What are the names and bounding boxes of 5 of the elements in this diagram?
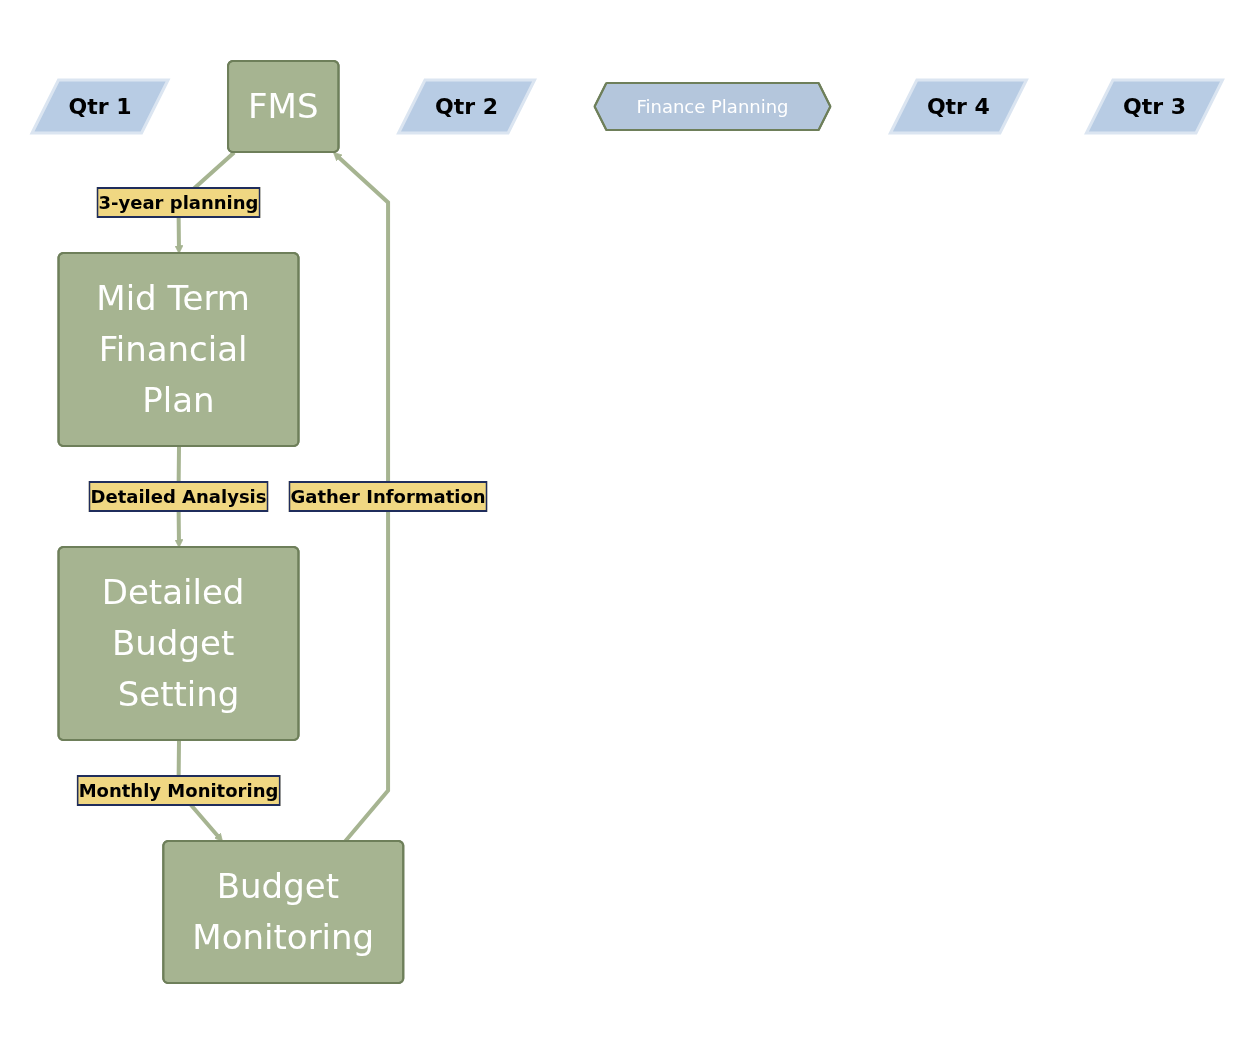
edge-label: Detailed Analysis <box>90 486 267 507</box>
edge-label: 3-year planning <box>98 192 259 213</box>
edge-label: Gather Information <box>290 486 486 507</box>
arrow <box>333 152 391 843</box>
edge-label: Monthly Monitoring <box>78 780 279 801</box>
